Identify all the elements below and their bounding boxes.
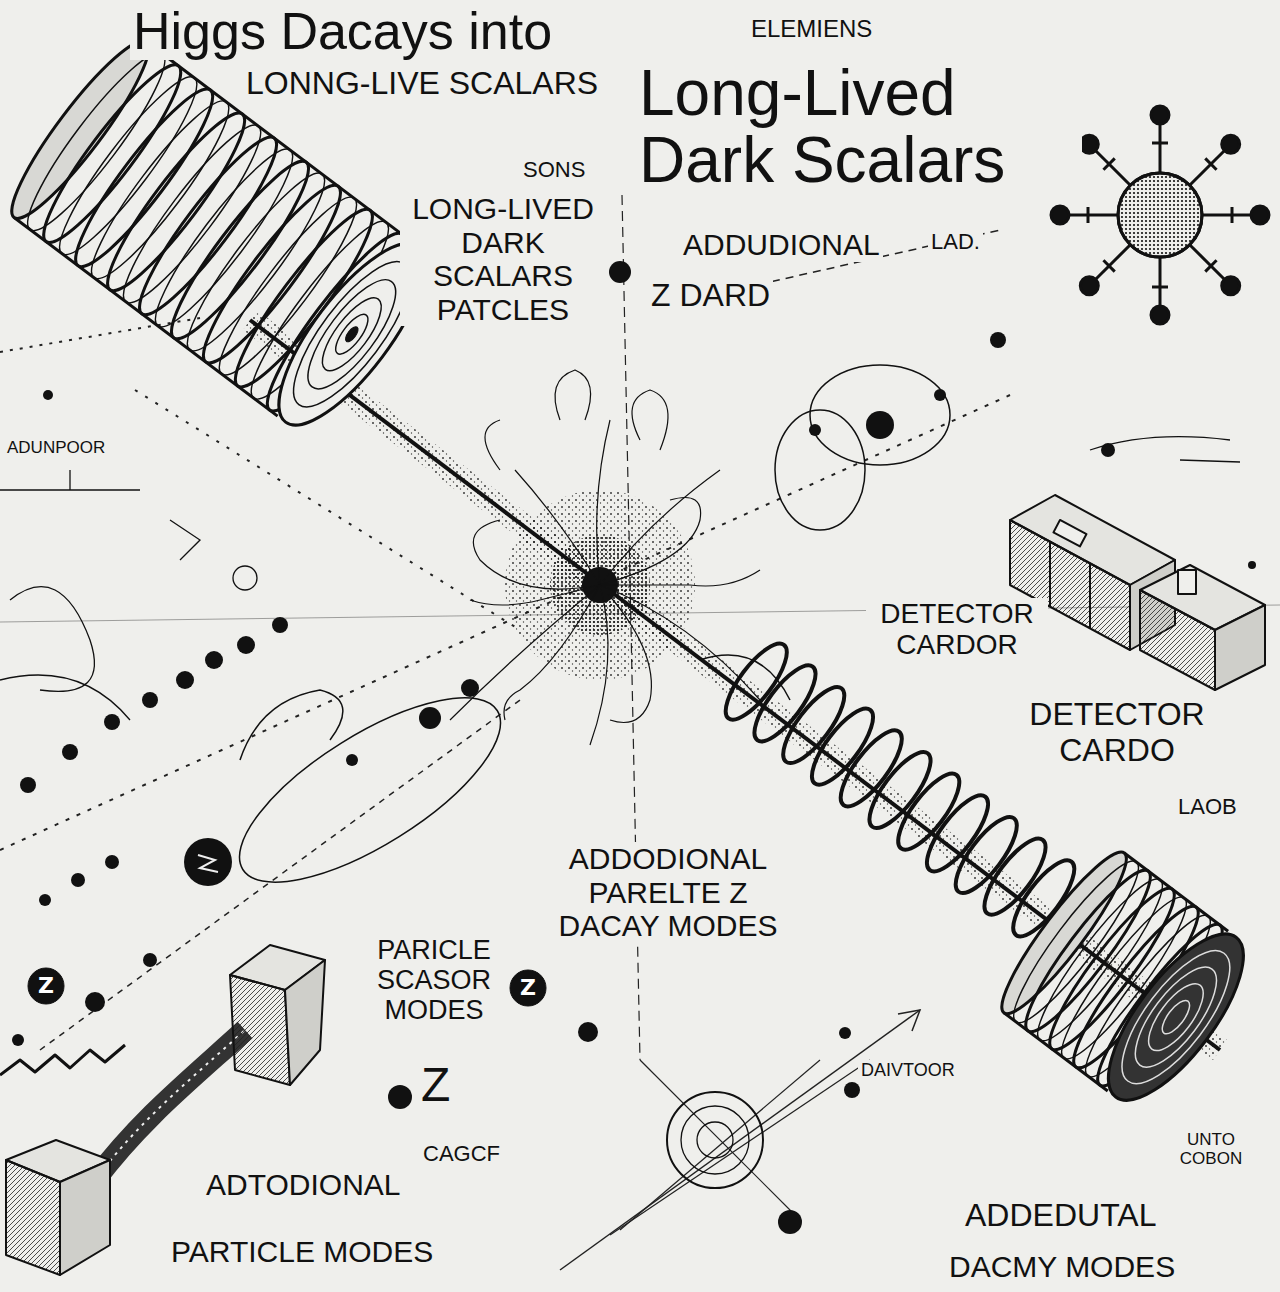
label-text: PARICLE SCASOR MODES: [356, 935, 512, 1026]
node-text: Z: [520, 976, 536, 1000]
z-circle: Z: [509, 969, 547, 1007]
label-text: ADTODIONAL: [203, 1168, 404, 1202]
cube-module: [0, 945, 325, 1275]
label-text: ADDODIONAL PARELTE Z DACAY MODES: [555, 842, 781, 943]
label-text: ADUNPOOR: [4, 438, 108, 457]
label-text: DACMY MODES: [946, 1250, 1178, 1284]
label-text: ADDEDUTAL: [962, 1198, 1159, 1234]
label-text: UNTO COBON: [1160, 1130, 1262, 1168]
beam-line: [243, 310, 1227, 1060]
circle-shape: [28, 968, 64, 1004]
node-text: Z: [38, 974, 54, 998]
target-symbol: [667, 1092, 763, 1188]
z-circle: Z: [27, 967, 65, 1005]
label-text: LONNG-LIVE SCALARS: [243, 66, 601, 102]
label-text: Z DARD: [648, 278, 773, 314]
dark-scalar-star: [1051, 106, 1269, 324]
label-text: DETECTOR CARDOR: [866, 598, 1048, 661]
label-text: CAGCF: [420, 1142, 503, 1167]
label-text: ELEMIENS: [748, 16, 875, 43]
label-text: ADDUDIONAL: [680, 228, 883, 262]
track-loops: [214, 365, 950, 916]
label-text: SONS: [520, 158, 588, 183]
guide-lines: [0, 195, 1280, 1270]
collision-burst: [450, 370, 760, 745]
particle-dots: [12, 261, 1256, 1234]
label-text: PARTICLE MODES: [168, 1235, 436, 1269]
title: Long-Lived Dark Scalars: [636, 60, 1082, 194]
detector-module: [1010, 495, 1265, 690]
label-text: LONG-LIVED DARK SCALARS PATCLES: [400, 192, 606, 326]
margin-scribbles: [0, 437, 1240, 720]
label-text: LAOB: [1175, 795, 1240, 820]
circle-shape: [510, 970, 546, 1006]
label-text: Higgs Dacays into: [130, 2, 555, 60]
label-text: LAD.: [928, 230, 983, 255]
label-text: DAIVTOOR: [858, 1060, 958, 1080]
label-text: DETECTOR CARDO: [1016, 697, 1218, 769]
label-text: Z: [418, 1058, 453, 1112]
